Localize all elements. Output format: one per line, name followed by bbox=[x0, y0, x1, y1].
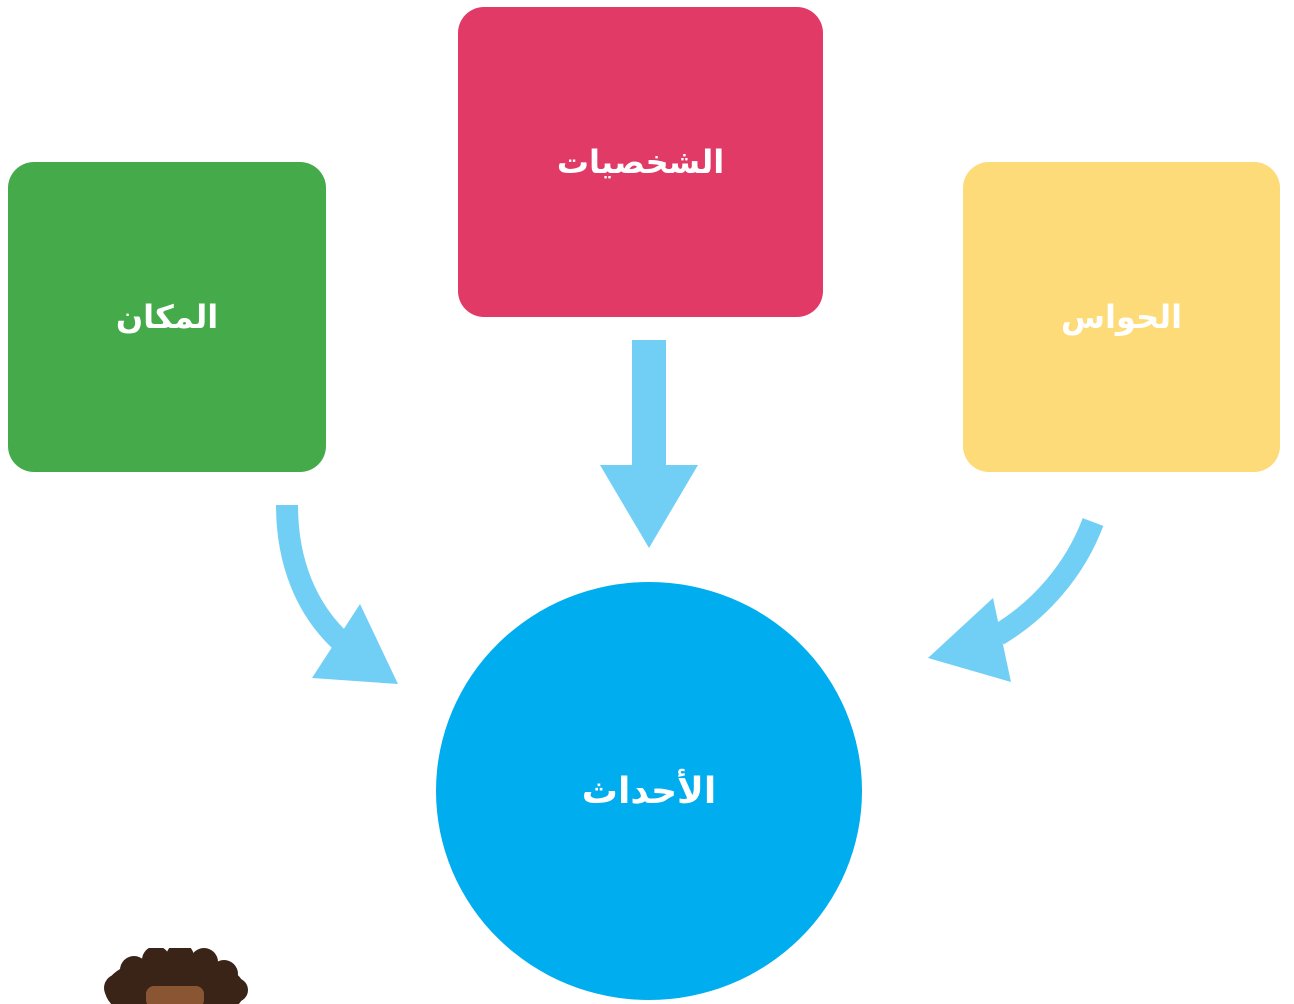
characters-box: الشخصيات bbox=[458, 7, 823, 317]
characters-label: الشخصيات bbox=[556, 143, 725, 181]
character-hair bbox=[104, 948, 248, 1004]
arrow-place-to-events bbox=[276, 504, 398, 684]
character-figure bbox=[104, 948, 248, 1004]
arrow-characters-to-events bbox=[600, 340, 698, 548]
senses-label: الحواس bbox=[1060, 298, 1183, 336]
place-label: المكان bbox=[115, 298, 219, 336]
events-circle: الأحداث bbox=[436, 582, 862, 1000]
arrow-senses-to-events bbox=[928, 517, 1104, 682]
senses-box: الحواس bbox=[963, 162, 1280, 472]
character-face bbox=[146, 986, 204, 1004]
events-label: الأحداث bbox=[581, 770, 717, 812]
place-box: المكان bbox=[8, 162, 326, 472]
